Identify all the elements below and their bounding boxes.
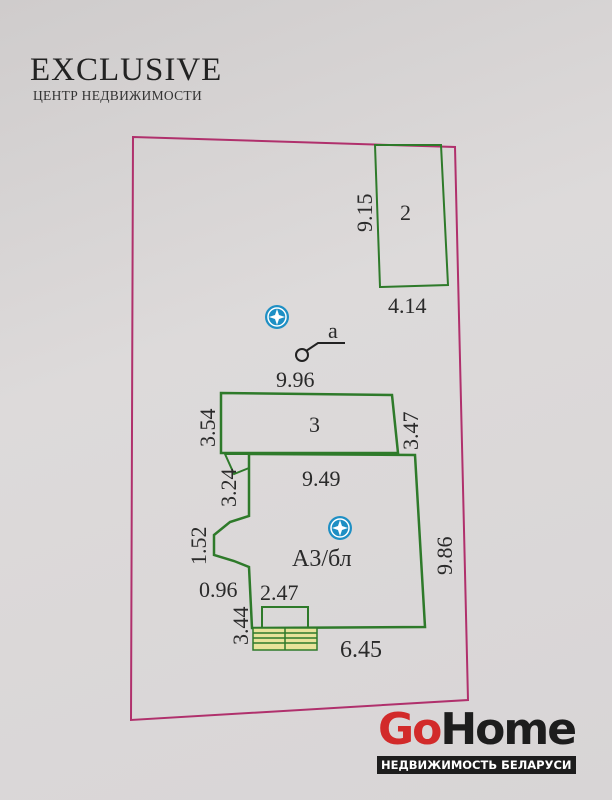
- exclusive-logo-title: EXCLUSIVE: [30, 52, 223, 88]
- dim-6-45: 6.45: [340, 637, 382, 663]
- main-house-label: А3/бл: [292, 546, 352, 572]
- dim-9-15: 9.15: [352, 194, 377, 233]
- well-label: а: [328, 318, 338, 343]
- main-house-outline: [212, 452, 427, 630]
- entrance-triangle: [223, 453, 250, 476]
- steps: [252, 627, 318, 651]
- dim-2-47: 2.47: [260, 580, 299, 605]
- dim-3-47: 3.47: [398, 412, 423, 451]
- gohome-logo-subtitle: НЕДВИЖИМОСТЬ БЕЛАРУСИ: [377, 756, 576, 774]
- building-3-outline: [219, 391, 400, 455]
- gohome-logo-go: Go: [378, 704, 442, 755]
- dim-0-96: 0.96: [199, 577, 238, 602]
- dim-9-86: 9.86: [432, 537, 457, 576]
- dim-9-96: 9.96: [276, 367, 315, 392]
- survey-marker-icon: [265, 305, 289, 329]
- gohome-logo-home: Home: [440, 704, 577, 755]
- dim-3-54: 3.54: [195, 409, 220, 448]
- exclusive-logo-subtitle: ЦЕНТР НЕДВИЖИМОСТИ: [33, 88, 202, 103]
- dim-9-49: 9.49: [302, 466, 341, 491]
- dim-1-52: 1.52: [186, 527, 211, 566]
- building-3-label: 3: [309, 412, 320, 437]
- dim-3-44: 3.44: [228, 607, 253, 646]
- dim-3-24: 3.24: [216, 469, 241, 508]
- well-icon: [295, 342, 345, 362]
- porch: [261, 606, 309, 629]
- building-2-outline: [373, 144, 450, 289]
- dim-4-14: 4.14: [388, 293, 427, 318]
- survey-marker-icon: [328, 516, 352, 540]
- parcel-boundary: [129, 135, 470, 722]
- building-2-label: 2: [400, 200, 411, 225]
- gohome-logo: GoHome: [378, 704, 577, 755]
